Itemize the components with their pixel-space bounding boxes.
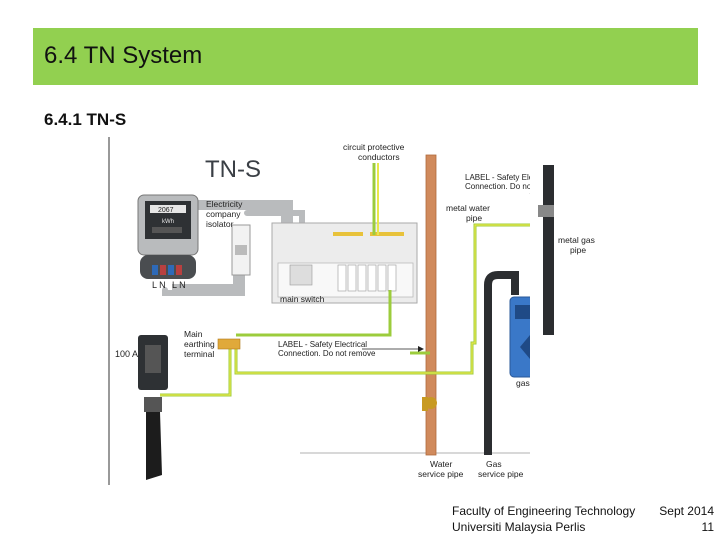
earthing-terminal — [217, 338, 241, 350]
slide-subtitle: 6.4.1 TN-S — [44, 110, 127, 129]
cpc-label-2: conductors — [358, 152, 400, 162]
meter-display: 2067 — [158, 207, 174, 214]
electricity-isolator — [231, 224, 251, 276]
cpc-label-1: circuit protective — [343, 142, 405, 152]
meter-unit: kWh — [162, 219, 174, 225]
footer-date: Sept 2014 — [659, 504, 714, 518]
isolator-label-3: isolator — [206, 219, 234, 229]
footer: Faculty of Engineering Technology Sept 2… — [452, 503, 714, 535]
label-top-2: Connection. Do not remove — [465, 182, 530, 191]
footer-faculty: Faculty of Engineering Technology — [452, 504, 636, 518]
label-ln-left: L N — [152, 280, 166, 290]
label-ln-right: L N — [172, 280, 186, 290]
water-service-label-1: Water — [430, 459, 453, 469]
tn-s-diagram: TN-S 2067 kWh L N L N Electricity compan… — [108, 137, 530, 485]
fuse-label: 100 A — [115, 349, 138, 359]
isolator-label-1: Electricity — [206, 199, 243, 209]
title-bar: 6.4 TN System — [33, 28, 698, 85]
electricity-meter: 2067 kWh — [137, 194, 199, 279]
footer-page-number: 11 — [701, 520, 714, 534]
water-pipe — [425, 154, 437, 456]
footer-university: Universiti Malaysia Perlis — [452, 520, 586, 534]
consumer-unit — [271, 222, 418, 304]
gas-pipe-label-2: pipe — [570, 245, 586, 255]
service-head — [138, 335, 168, 480]
gas-service-label-2: service pipe — [478, 469, 524, 479]
label-mid-1: LABEL - Safety Electrical — [278, 340, 367, 349]
gas-meter-label: gas meter — [516, 378, 530, 388]
label-top-1: LABEL - Safety Electrical — [465, 173, 530, 182]
water-service-label-2: service pipe — [418, 469, 464, 479]
water-pipe-label-2: pipe — [466, 213, 482, 223]
earthing-label-1: Main — [184, 329, 203, 339]
diagram-heading: TN-S — [205, 156, 261, 183]
gas-meter — [509, 296, 530, 378]
earthing-label-3: terminal — [184, 349, 214, 359]
isolator-label-2: company — [206, 209, 241, 219]
water-pipe-label-1: metal water — [446, 203, 490, 213]
gas-pipe-label-1: metal gas — [558, 235, 595, 245]
gas-pipe-extension: metal gas pipe — [538, 165, 595, 335]
main-switch-label: main switch — [280, 294, 325, 304]
gas-service-label-1: Gas — [486, 459, 502, 469]
label-mid-2: Connection. Do not remove — [278, 349, 376, 358]
slide-title: 6.4 TN System — [44, 42, 203, 69]
earthing-label-2: earthing — [184, 339, 215, 349]
gas-service-pipe — [484, 271, 519, 455]
